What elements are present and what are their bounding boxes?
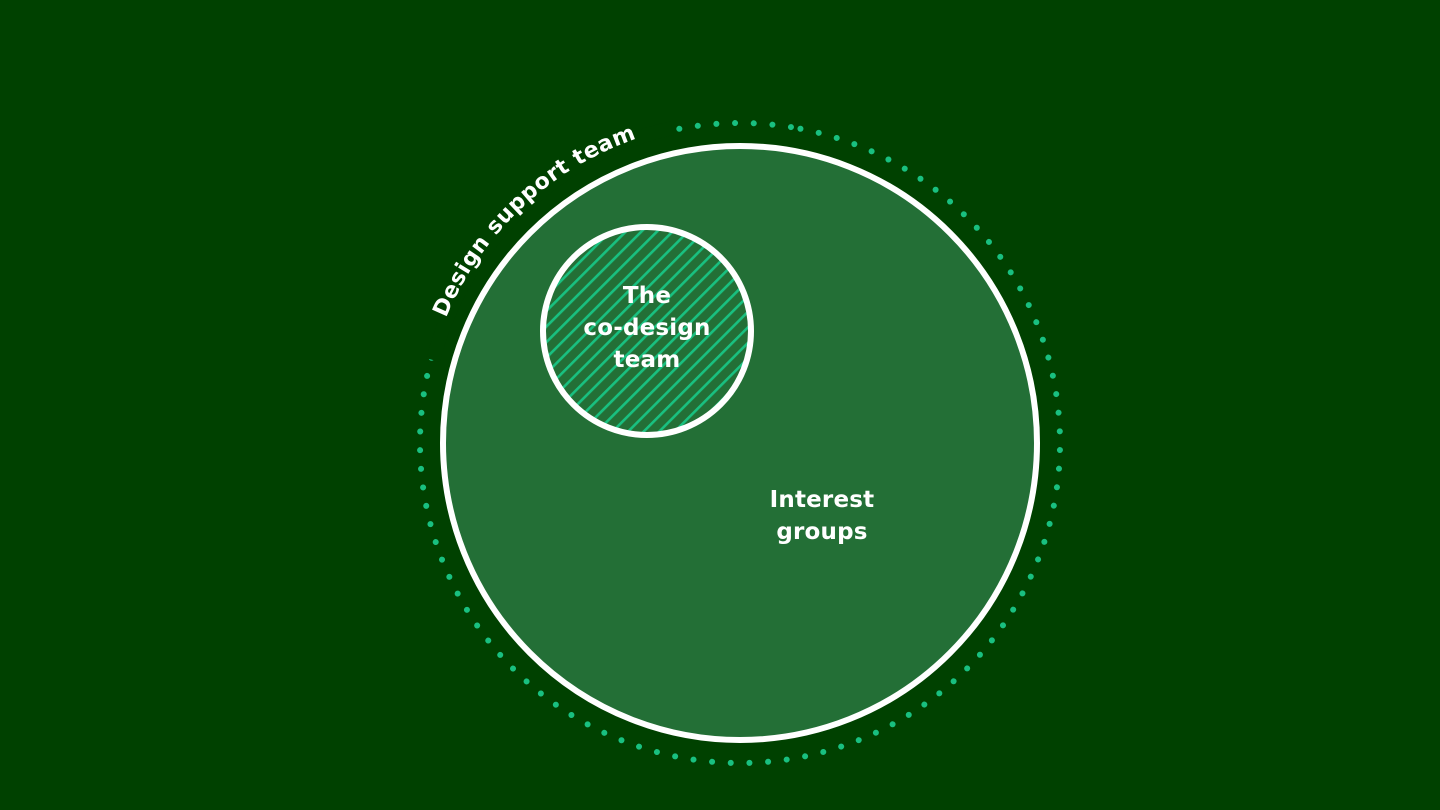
- interest-groups-line2: groups: [776, 519, 868, 545]
- interest-groups-line1: Interest: [769, 487, 875, 513]
- ring-text-gap: [426, 121, 674, 362]
- co-design-team-label: The co-design team: [567, 280, 727, 376]
- co-design-team-circle: [540, 224, 754, 438]
- interest-groups-circle: [440, 143, 1040, 743]
- co-design-label-line3: team: [613, 347, 681, 373]
- interest-groups-label: Interest groups: [732, 484, 912, 548]
- co-design-label-line1: The: [622, 283, 672, 309]
- co-design-label-line2: co-design: [583, 315, 711, 341]
